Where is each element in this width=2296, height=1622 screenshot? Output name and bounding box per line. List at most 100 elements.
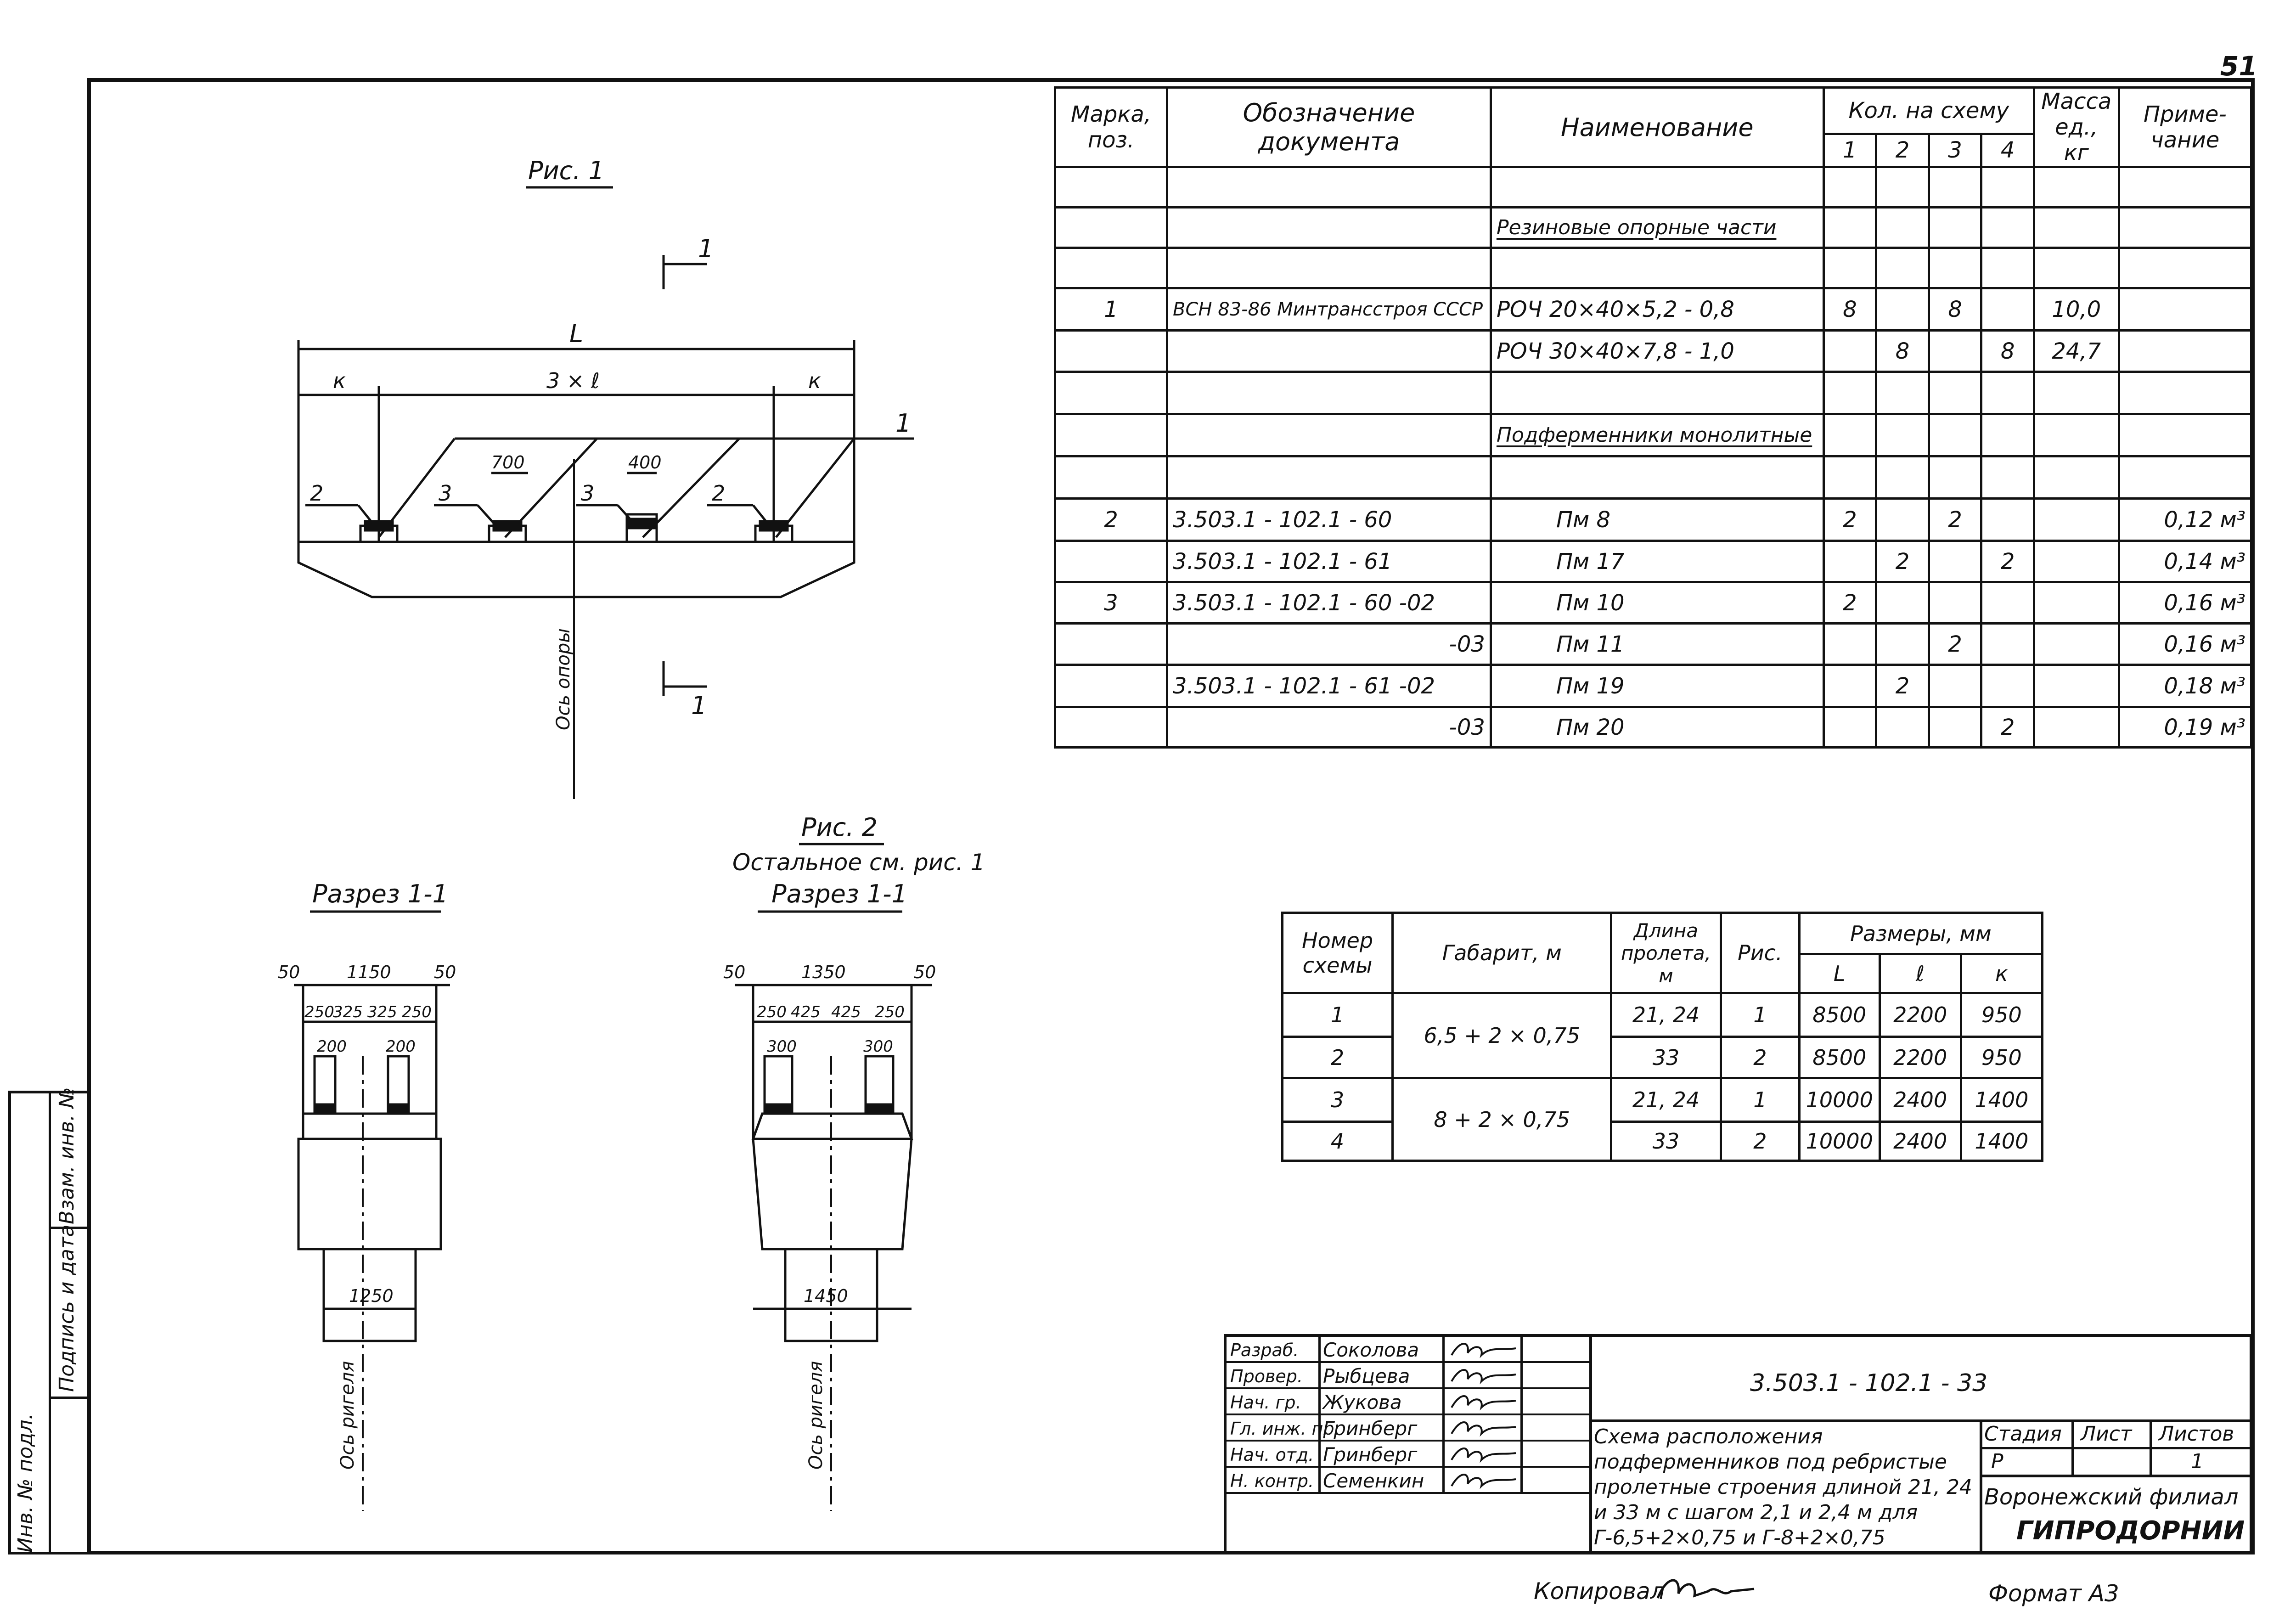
schemes-header-k: к: [1959, 953, 2044, 994]
spec-header-qty: Кол. на схему: [1822, 86, 2035, 135]
spec-cell-mark: [1053, 622, 1169, 666]
spec-cell-mass: [2032, 455, 2120, 500]
section-a-d200-left: 200: [317, 1037, 347, 1056]
footer-copied: Копировал: [1534, 1578, 1665, 1605]
spec-cell-q3: [1927, 166, 1983, 208]
schemes-row-1-gab: 6,5 + 2 × 0,75: [1391, 992, 1613, 1079]
side-stamp-label-replace: Взам. инв. №: [55, 1087, 79, 1224]
footer-format: Формат А3: [1988, 1580, 2119, 1607]
spec-cell-name: Пм 20: [1489, 706, 1825, 749]
signature-icon: [1451, 1343, 1516, 1358]
section-a-d325-left: 325: [333, 1003, 363, 1021]
drawing-frame: [87, 78, 2255, 1554]
fig1-axis: Ось опоры: [553, 628, 574, 730]
spec-cell-mass: [2032, 540, 2120, 583]
spec-cell-doc: 3.503.1 - 102.1 - 60 -02: [1166, 581, 1492, 625]
spec-cell-mark: [1053, 206, 1169, 249]
stamp-role: Разраб.: [1230, 1340, 1299, 1360]
spec-cell-q1: [1822, 706, 1878, 749]
spec-cell-name: РОЧ 20×40×5,2 - 0,8: [1489, 287, 1825, 332]
spec-cell-note: [2117, 166, 2253, 208]
fig2-d300-left: 300: [767, 1037, 797, 1056]
spec-cell-q2: 8: [1875, 329, 1930, 373]
spec-cell-q4: [1980, 581, 2035, 625]
schemes-row-1-span: 21, 24: [1610, 992, 1722, 1038]
spec-cell-mass: 10,0: [2032, 287, 2120, 332]
section-a-d1250: 1250: [349, 1286, 394, 1306]
spec-cell-q2: [1875, 581, 1930, 625]
schemes-row-4-k: 1400: [1959, 1121, 2044, 1162]
section-a-d200-right: 200: [386, 1037, 416, 1056]
stamp-role: Н. контр.: [1230, 1471, 1314, 1491]
stamp-role: Гл. инж. пр.: [1230, 1419, 1340, 1439]
spec-cell-q4: [1980, 247, 2035, 289]
spec-cell-note: 0,16 м³: [2117, 581, 2253, 625]
spec-cell-mass: [2032, 413, 2120, 457]
fig1-section-mark-top: 1: [698, 234, 714, 263]
spec-cell-q1: 8: [1822, 287, 1878, 332]
spec-cell-mark: [1053, 706, 1169, 749]
fig2-d1350: 1350: [801, 962, 846, 982]
spec-header-qty-1: 1: [1822, 132, 1878, 169]
spec-cell-mass: [2032, 166, 2120, 208]
spec-cell-q3: [1927, 329, 1983, 373]
spec-row: [1053, 371, 2253, 415]
spec-cell-note: [2117, 413, 2253, 457]
spec-cell-q2: [1875, 166, 1930, 208]
side-stamp-label-sign: Подпись и дата: [55, 1224, 79, 1392]
spec-cell-q1: [1822, 206, 1878, 249]
schemes-row-3-fig: 1: [1719, 1077, 1801, 1123]
spec-cell-mark: [1053, 455, 1169, 500]
spec-cell-doc: 3.503.1 - 102.1 - 61: [1166, 540, 1492, 583]
spec-cell-q1: [1822, 371, 1878, 415]
schemes-header-L: L: [1798, 953, 1881, 994]
spec-cell-doc: [1166, 166, 1492, 208]
spec-cell-q3: [1927, 413, 1983, 457]
spec-cell-q2: 2: [1875, 540, 1930, 583]
spec-cell-mass: [2032, 622, 2120, 666]
stamp-code: 3.503.1 - 102.1 - 33: [1750, 1369, 1988, 1397]
spec-cell-doc: ВСН 83-86 Минтрансстроя СССР: [1166, 287, 1492, 332]
stamp-role-row: Разраб.Соколова: [1227, 1337, 1589, 1363]
schemes-row-3-k: 1400: [1959, 1077, 2044, 1123]
schemes-header-span: Длина пролета, м: [1610, 912, 1722, 994]
section-a-drawing: Разрез 1-1 50 1150 50 250 325 325 250 20…: [278, 879, 456, 1511]
stamp-person: Гринберг: [1323, 1417, 1418, 1440]
fig2-d250-left: 250: [757, 1003, 787, 1021]
spec-cell-doc: [1166, 329, 1492, 373]
spec-cell-name: Пм 10: [1489, 581, 1825, 625]
side-stamp-label-inv: Инв. № подл.: [14, 1413, 37, 1553]
spec-cell-doc: [1166, 455, 1492, 500]
fig2-d425-left: 425: [791, 1003, 821, 1021]
spec-cell-q4: [1980, 206, 2035, 249]
spec-cell-doc: 3.503.1 - 102.1 - 60: [1166, 497, 1492, 542]
spec-cell-q4: [1980, 622, 2035, 666]
stamp-stage-value: Р: [1991, 1450, 2003, 1473]
spec-cell-q3: [1927, 706, 1983, 749]
fig1-pos-2-right: 2: [712, 481, 725, 506]
schemes-row-1-l: 2200: [1878, 992, 1962, 1038]
fig2-d300-right: 300: [863, 1037, 893, 1056]
spec-cell-doc: [1166, 371, 1492, 415]
spec-cell-note: [2117, 247, 2253, 289]
fig1-dim-400: 400: [628, 452, 662, 473]
fig2-axis: Ось ригеля: [805, 1361, 827, 1470]
signature-icon: [1451, 1447, 1516, 1463]
spec-cell-note: 0,14 м³: [2117, 540, 2253, 583]
spec-cell-q4: [1980, 455, 2035, 500]
spec-cell-q1: [1822, 247, 1878, 289]
spec-cell-doc: 3.503.1 - 102.1 - 61 -02: [1166, 664, 1492, 708]
fig1-pos-3-left: 3: [439, 481, 452, 506]
spec-cell-note: 0,16 м³: [2117, 622, 2253, 666]
section-a-d250-left: 250: [304, 1003, 334, 1021]
section-a-axis: Ось ригеля: [337, 1361, 358, 1470]
spec-cell-q3: [1927, 664, 1983, 708]
spec-cell-mark: [1053, 371, 1169, 415]
spec-cell-q1: [1822, 622, 1878, 666]
